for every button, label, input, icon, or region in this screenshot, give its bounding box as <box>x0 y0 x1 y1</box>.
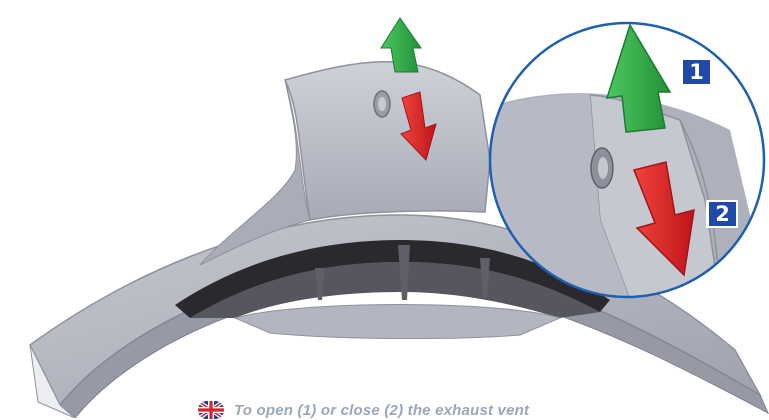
callout-badge-2: 2 <box>706 200 738 228</box>
caption-text: To open (1) or close (2) the exhaust ven… <box>234 402 529 419</box>
caption: To open (1) or close (2) the exhaust ven… <box>198 400 529 420</box>
svg-text:1: 1 <box>689 60 704 84</box>
uk-flag-icon <box>198 401 224 419</box>
svg-text:2: 2 <box>715 202 730 226</box>
callout-badge-1: 1 <box>680 58 712 86</box>
